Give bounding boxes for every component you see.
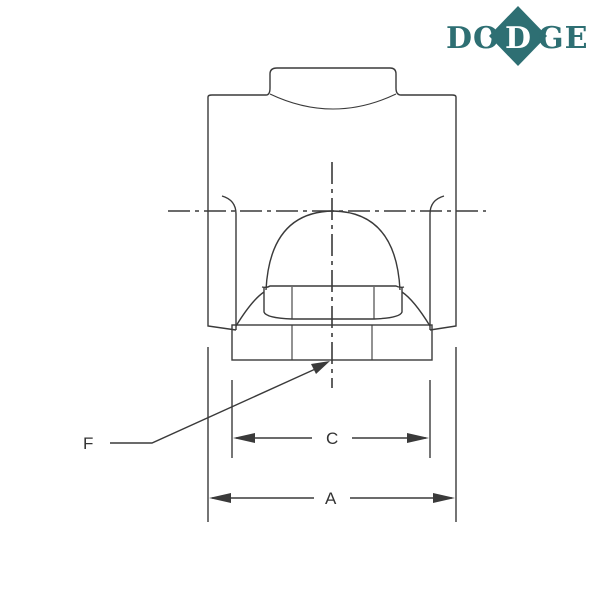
fitting-hex-top (261, 285, 405, 289)
fitting-right-flare (401, 291, 431, 327)
leader-f-line (110, 365, 323, 444)
dim-a-arrow-right (433, 493, 455, 503)
dodge-logo: DO D GE (446, 6, 589, 66)
leader-f-label: F (83, 434, 93, 453)
fitting-left-flare (235, 291, 265, 327)
logo-text-left: DO (446, 21, 500, 56)
dimension-c: C (231, 380, 431, 458)
dim-a-arrow-left (209, 493, 231, 503)
leader-f-arrow (311, 361, 330, 374)
logo-diamond-shape (489, 6, 547, 66)
dimension-a: A (207, 347, 457, 522)
dim-c-arrow-right (407, 433, 429, 443)
dim-c-label: C (326, 429, 338, 448)
logo-text-diamond: D (505, 21, 532, 56)
logo-text-right: GE (538, 21, 589, 56)
housing-top-curve (269, 93, 397, 110)
housing-body (207, 67, 457, 331)
bore-recess (221, 195, 445, 330)
grease-fitting (235, 210, 431, 327)
fitting-dome (265, 210, 401, 291)
bore-left-wall (221, 195, 237, 330)
leader-f: F (83, 361, 330, 453)
center-lines (168, 162, 486, 388)
bore-right-wall (429, 195, 445, 330)
dim-a-label: A (325, 489, 337, 508)
dim-c-arrow-left (233, 433, 255, 443)
fitting-hex-outline (263, 287, 403, 320)
housing-outline (207, 67, 457, 331)
